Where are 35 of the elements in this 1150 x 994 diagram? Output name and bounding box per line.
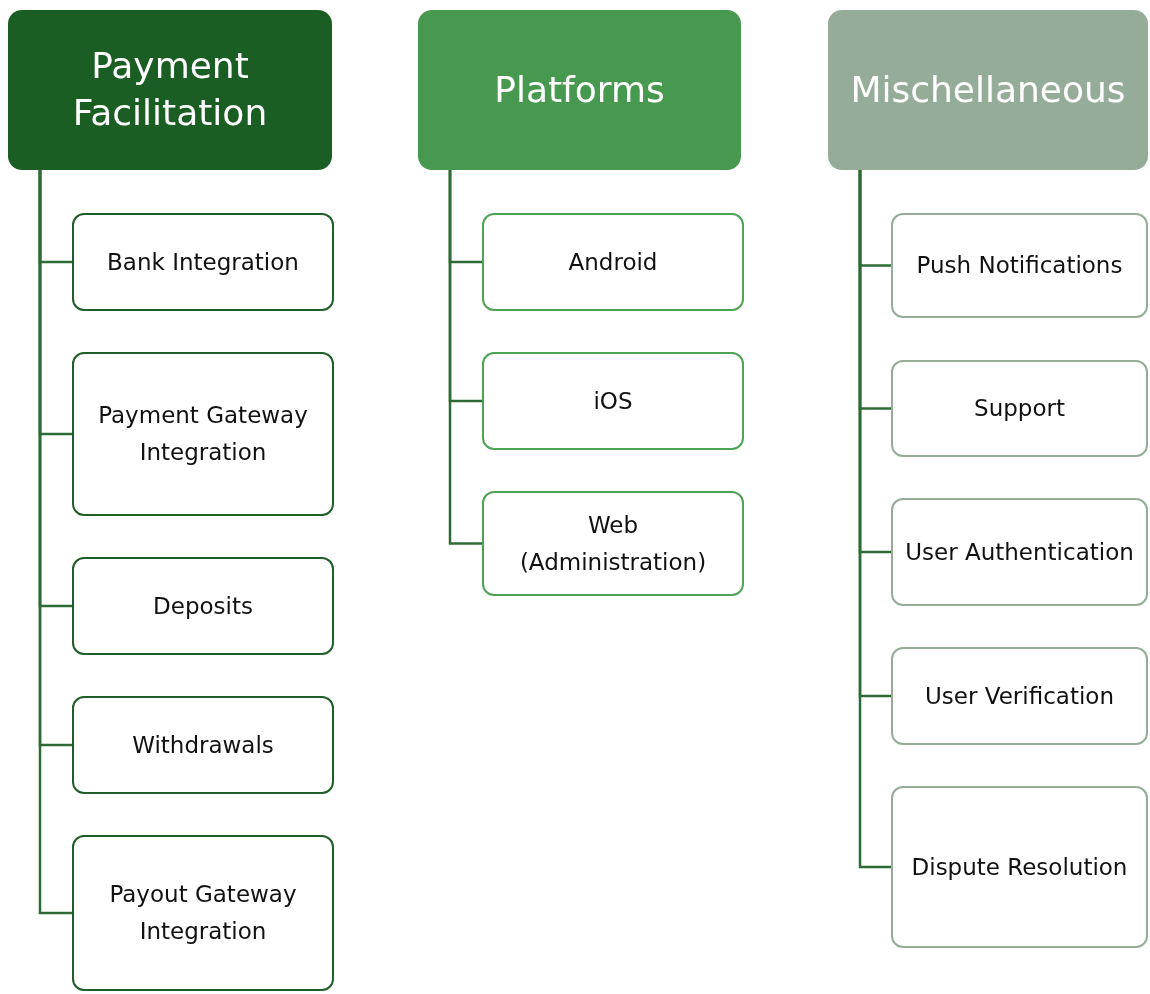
item-label: Deposits <box>153 591 253 621</box>
category-header <box>8 10 332 170</box>
item-box <box>891 498 1148 606</box>
item-box <box>72 696 334 794</box>
category-header <box>418 10 741 170</box>
item-box <box>482 491 744 596</box>
category-header <box>828 10 1148 170</box>
header-title: Payment Facilitation <box>71 44 269 135</box>
connector-line <box>858 170 891 869</box>
item-label: Dispute Resolution <box>911 852 1128 882</box>
item-label: Web (Administration) <box>518 510 708 577</box>
connector-line <box>38 170 72 915</box>
header-title: Platforms <box>494 67 665 112</box>
item-box <box>891 213 1148 318</box>
item-label: Payment Gateway Integration <box>97 401 309 467</box>
connector-line <box>448 170 482 545</box>
item-box <box>72 213 334 311</box>
item-label: Payout Gateway Integration <box>108 880 298 946</box>
item-box <box>72 835 334 991</box>
item-box <box>482 213 744 311</box>
item-label: Android <box>568 247 658 277</box>
item-label: User Authentication <box>905 537 1134 567</box>
item-label: iOS <box>593 386 633 416</box>
item-box <box>482 352 744 450</box>
item-label: Withdrawals <box>132 730 274 760</box>
item-label: Push Notifications <box>916 251 1123 281</box>
item-label: Support <box>974 394 1065 424</box>
header-title: Mischellaneous <box>850 67 1126 112</box>
item-box <box>891 360 1148 457</box>
item-box <box>72 352 334 516</box>
item-box <box>72 557 334 655</box>
item-label: Bank Integration <box>107 247 299 277</box>
item-box <box>891 647 1148 745</box>
item-label: User Verification <box>925 681 1114 711</box>
item-box <box>891 786 1148 948</box>
